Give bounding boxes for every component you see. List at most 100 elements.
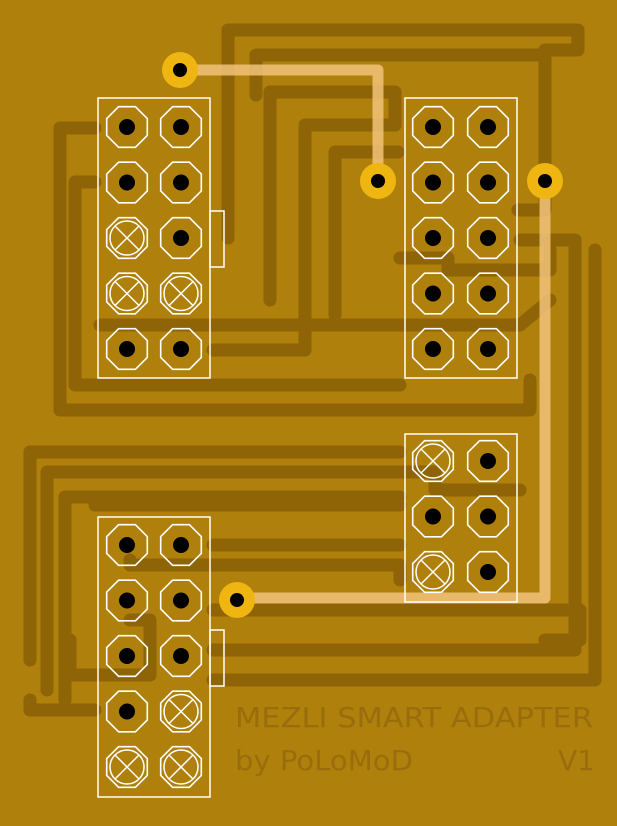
pad <box>411 105 455 149</box>
copper-trace <box>23 693 102 717</box>
pad <box>466 272 510 315</box>
top-trace <box>231 175 551 604</box>
pad-unconnected-circle <box>163 275 199 312</box>
pad-hole <box>480 508 496 525</box>
pad-unconnected-cross <box>114 280 140 307</box>
pad-hole <box>119 592 135 609</box>
pad <box>159 634 203 678</box>
pad <box>466 495 510 538</box>
connector-key-top-left <box>209 210 225 268</box>
pad <box>411 495 455 538</box>
pad-hole <box>119 341 135 357</box>
pad <box>411 216 455 260</box>
pad-hole <box>480 285 496 302</box>
pad <box>159 523 203 567</box>
pad-unconnected-circle <box>109 749 145 785</box>
pad-hole <box>119 174 135 191</box>
pad-hole <box>425 341 441 357</box>
pad <box>159 327 203 371</box>
connector-key-bottom-left <box>209 629 225 687</box>
pad <box>105 105 149 149</box>
pad-hole <box>425 508 441 525</box>
pad <box>466 216 510 260</box>
connector-outlines <box>97 97 518 798</box>
top-traces <box>174 64 551 604</box>
via-hole <box>173 63 187 77</box>
via-hole <box>371 174 385 188</box>
pad-unconnected <box>105 272 149 315</box>
pad-hole <box>119 119 135 135</box>
pad <box>105 327 149 371</box>
pad-hole <box>173 341 189 357</box>
pad <box>159 216 203 260</box>
pad-unconnected <box>105 745 149 789</box>
pad-hole <box>173 174 189 191</box>
board-version: V1 <box>558 744 595 777</box>
pad <box>159 579 203 622</box>
pad-hole <box>425 230 441 246</box>
board-author: by PoLoMoD <box>235 744 413 777</box>
copper-trace <box>40 465 527 697</box>
pad-hole <box>425 174 441 191</box>
pad-unconnected-circle <box>109 220 145 256</box>
pad-unconnected <box>159 745 203 789</box>
pad <box>411 327 455 371</box>
pad-unconnected-cross <box>168 698 194 725</box>
pad-hole <box>173 119 189 135</box>
pad-unconnected <box>411 550 455 594</box>
pad-unconnected-cross <box>114 754 140 780</box>
copper-trace <box>206 118 402 357</box>
pad-hole <box>173 648 189 664</box>
pad-hole <box>480 341 496 357</box>
pad <box>466 550 510 594</box>
pad-unconnected-circle <box>415 443 451 479</box>
pad <box>105 579 149 622</box>
pad-unconnected <box>411 439 455 483</box>
pads <box>105 105 510 789</box>
pad-unconnected <box>105 216 149 260</box>
pad-hole <box>480 174 496 191</box>
pad <box>105 634 149 678</box>
pad <box>105 690 149 733</box>
pad <box>466 161 510 204</box>
pad-hole <box>425 119 441 135</box>
pad-unconnected-cross <box>114 225 140 251</box>
pad-unconnected-circle <box>109 275 145 312</box>
pad <box>411 161 455 204</box>
copper-trace <box>206 243 602 687</box>
pad <box>466 439 510 483</box>
pad <box>105 161 149 204</box>
pad-unconnected <box>159 272 203 315</box>
copper-trace <box>23 445 407 667</box>
pad-hole <box>119 537 135 553</box>
pad-hole <box>480 230 496 246</box>
via-hole <box>230 593 244 607</box>
pad-hole <box>119 703 135 720</box>
pad <box>159 105 203 149</box>
connector-outline-top-right <box>404 97 518 379</box>
pad-unconnected-circle <box>415 554 451 590</box>
pad <box>411 272 455 315</box>
pad-hole <box>173 230 189 246</box>
pad-hole <box>173 537 189 553</box>
copper-trace <box>63 613 157 682</box>
copper-trace <box>221 23 585 245</box>
connector-outline-mid-right <box>404 433 518 603</box>
copper-trace <box>58 490 407 707</box>
copper-trace <box>53 121 537 417</box>
via-hole <box>538 174 552 188</box>
pad-hole <box>480 119 496 135</box>
pad <box>159 161 203 204</box>
pad <box>466 327 510 371</box>
pad-hole <box>480 453 496 469</box>
pad-hole <box>173 592 189 609</box>
vias <box>162 52 563 618</box>
pad-unconnected <box>159 690 203 733</box>
pad-unconnected-cross <box>168 280 194 307</box>
pad <box>105 523 149 567</box>
pad-unconnected-cross <box>168 754 194 780</box>
pad-hole <box>425 285 441 302</box>
copper-trace <box>263 85 402 307</box>
pad-unconnected-circle <box>163 693 199 730</box>
